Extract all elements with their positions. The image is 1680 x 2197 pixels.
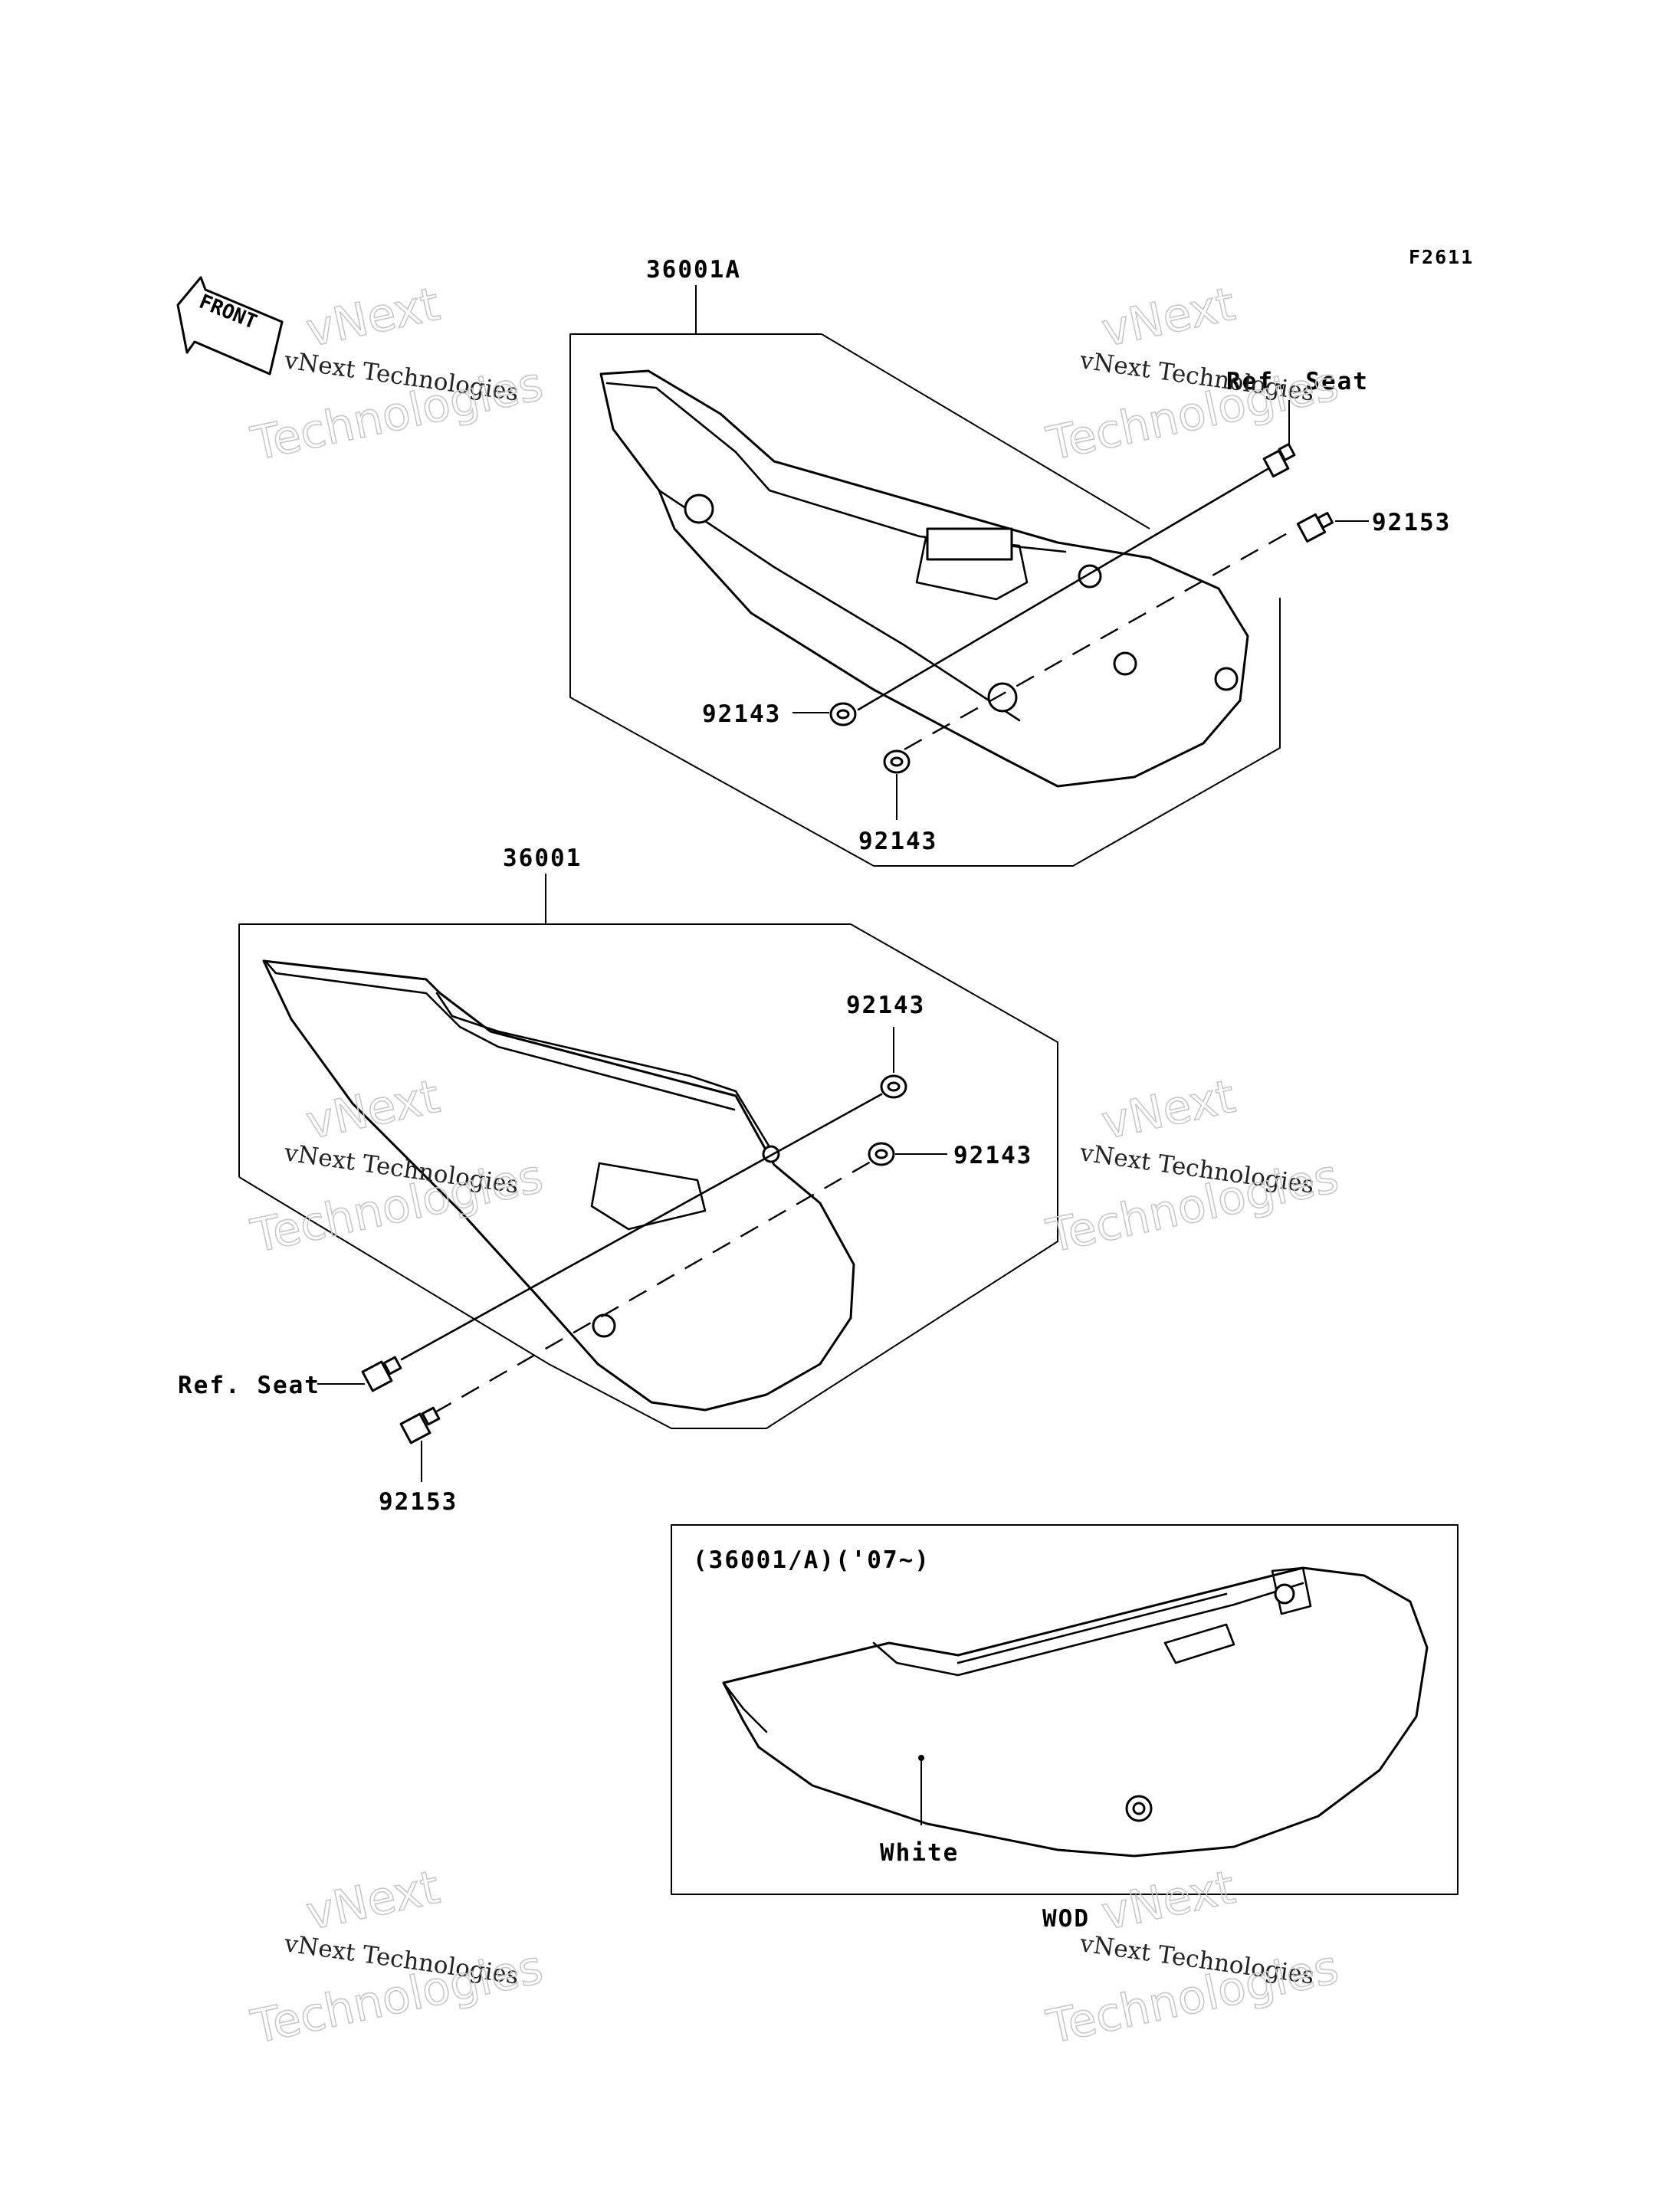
washer-label-92143-mid-right: 92143 [953,1142,1032,1169]
ref-seat-leader-mid [400,1093,883,1361]
figure-code: F2611 [1409,246,1474,268]
color-note-white: White [880,1839,959,1867]
watermark-6: vNext Technologies vNext Technologies [1042,1860,1344,2055]
assembly-label-36001a: 36001A [646,256,741,284]
watermark-5: vNext Technologies vNext Technologies [246,1860,548,2055]
ref-seat-label-mid: Ref. Seat [178,1372,320,1399]
bolt-icon-92153-mid [399,1406,441,1444]
ref-seat-label-top: Ref. Seat [1226,368,1369,395]
svg-text:vNext: vNext [1098,277,1240,358]
side-cover-36001a [599,369,1249,788]
washer-label-92143-mid-top: 92143 [846,992,925,1019]
inset-panel: (36001/A)('07~) White WOD [671,1524,1459,1933]
front-arrow-icon: FRONT [176,276,284,375]
assembly-label-36001: 36001 [503,844,582,872]
bolt-label-92153-top: 92153 [1372,509,1451,536]
bolt-label-92153-mid: 92153 [379,1488,458,1516]
inset-caption: (36001/A)('07~) [693,1546,930,1574]
svg-text:vNext: vNext [302,1861,445,1941]
assembly-top: 36001A Ref. Seat [569,256,1451,867]
assembly-middle: 36001 92143 92143 Ref. Seat [178,844,1058,1516]
watermark-2: vNext Technologies vNext Technologies [1042,277,1344,472]
svg-text:vNext: vNext [302,277,445,358]
side-cover-36001 [262,959,855,1412]
bolt-icon-ref-seat-mid [361,1356,402,1392]
model-code: WOD [1042,1905,1090,1933]
washer-label-92143-top-left: 92143 [702,700,781,728]
bolt-icon-92153-top [1296,512,1334,543]
side-cover-2007 [722,1566,1429,1858]
watermark-4: vNext Technologies vNext Technologies [1042,1069,1344,1264]
watermark-1: vNext Technologies vNext Technologies [246,277,548,472]
svg-text:vNext: vNext [1098,1070,1240,1150]
bolt-icon-ref-seat-top [1262,443,1296,478]
washer-label-92143-top-bottom: 92143 [858,828,937,855]
svg-text:vNext: vNext [1098,1861,1240,1941]
ref-seat-leader-top [857,467,1269,711]
